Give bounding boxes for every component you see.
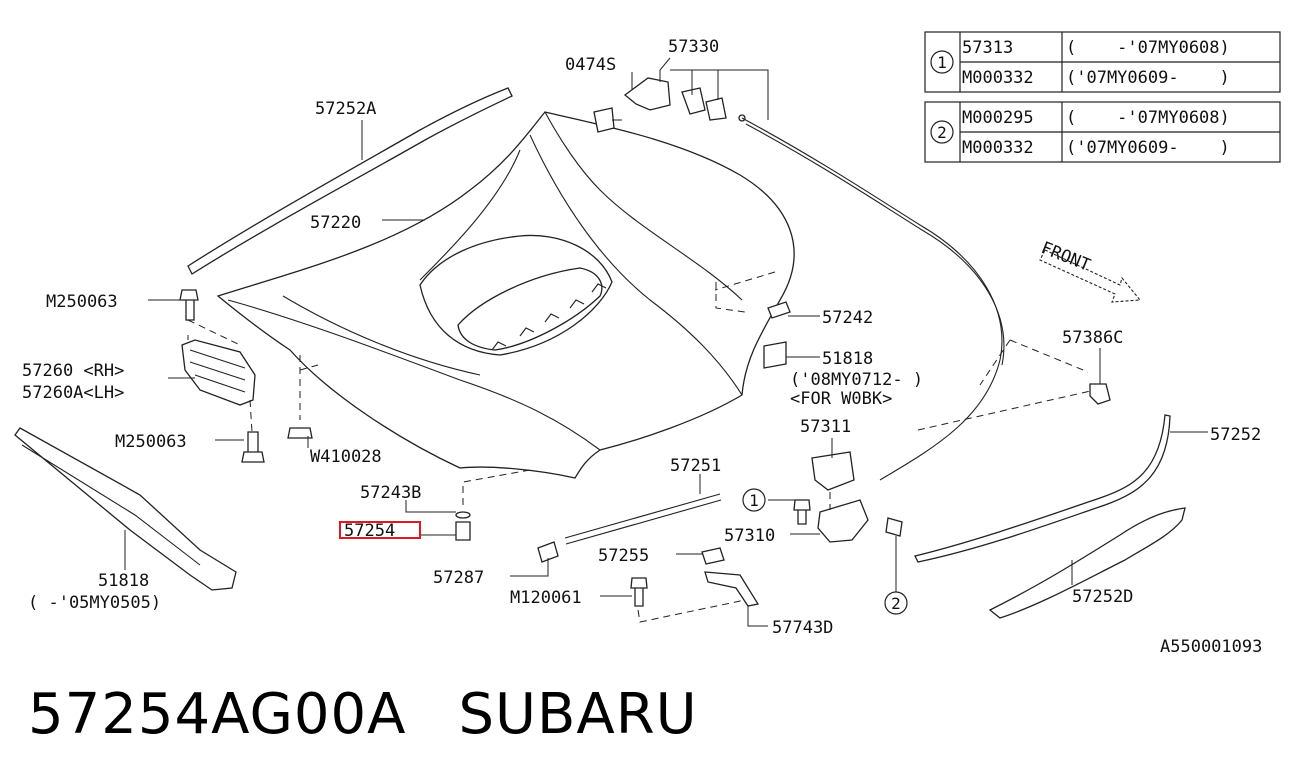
label-57310: 57310 [724, 526, 775, 546]
label-57251: 57251 [670, 456, 721, 476]
label-57243b: 57243B [360, 483, 421, 503]
bolt-m250063-bottom [241, 431, 265, 463]
label-57255: 57255 [598, 546, 649, 566]
hood-latch-57311 [811, 451, 855, 491]
label-m120061: M120061 [510, 588, 582, 608]
washer-57243b [455, 511, 471, 519]
applicability-table-2: 2 M000295 ( -'07MY0608) M000332 ('07MY06… [924, 101, 1281, 163]
label-0474s: 0474S [565, 55, 616, 75]
front-arrow-icon [1039, 249, 1142, 303]
label-57386c: 57386C [1062, 328, 1123, 348]
callout-circle-2-text: 2 [891, 594, 901, 613]
brand-name: SUBARU [458, 682, 698, 747]
label-51818-right-note1: ('08MY0712- ) [790, 370, 923, 390]
grommet-w410028 [287, 427, 313, 439]
table-1-row-2-part: M000332 [962, 68, 1034, 88]
clip-57386c [1089, 383, 1111, 405]
label-57252d: 57252D [1072, 587, 1133, 607]
diagram-reference-code: A550001093 [1160, 637, 1262, 657]
label-57260a-lh: 57260A<LH> [22, 383, 124, 403]
weatherstrip-57252 [914, 414, 1171, 563]
label-57743d: 57743D [772, 618, 833, 638]
label-57287: 57287 [433, 568, 484, 588]
label-51818-left-note: ( -'05MY0505) [28, 593, 161, 613]
label-w410028: W410028 [310, 447, 382, 467]
bolt-circle2 [885, 517, 903, 537]
callout-circle-2 [884, 591, 908, 615]
label-m250063-top: M250063 [46, 292, 118, 312]
callout-circle-1 [742, 488, 766, 512]
bolt-m250063-top [179, 289, 199, 321]
bumper-57242 [767, 301, 791, 319]
label-51818-right-note2: <FOR W0BK> [790, 389, 892, 409]
applicability-table-1: 1 57313 ( -'07MY0608) M000332 ('07MY0609… [924, 31, 1281, 93]
label-57220: 57220 [310, 213, 361, 233]
label-51818-left: 51818 [98, 571, 149, 591]
label-57260-rh: 57260 <RH> [22, 361, 124, 381]
release-cable [741, 117, 1003, 481]
label-51818-right: 51818 [822, 349, 873, 369]
stopper-57254 [455, 521, 471, 541]
highlight-box-57254 [339, 521, 421, 539]
label-front: FRONT [1038, 238, 1093, 276]
pad-51818b [763, 341, 787, 369]
table-1-row-2-range: ('07MY0609- ) [1066, 68, 1230, 88]
hood-seal-57252a [187, 87, 513, 275]
table-1-row-1-range: ( -'07MY0608) [1066, 38, 1230, 58]
hood-hinge-57330 [593, 77, 746, 133]
grommet-57287 [537, 541, 559, 563]
label-57311: 57311 [800, 417, 851, 437]
label-57252: 57252 [1210, 425, 1261, 445]
label-57330: 57330 [668, 37, 719, 57]
clip-57255 [701, 547, 725, 565]
table-2-row-1-part: M000295 [962, 108, 1034, 128]
support-rod-57251 [564, 493, 721, 539]
part-footer: 57254AG00A SUBARU [28, 682, 750, 747]
hood-panel [216, 111, 795, 479]
label-57254: 57254 [344, 521, 395, 541]
label-m250063-bottom: M250063 [115, 432, 187, 452]
table-1-key: 1 [937, 53, 947, 72]
hood-lock-57310 [817, 499, 869, 543]
table-2-key: 2 [937, 123, 947, 142]
callout-circle-1-text: 1 [749, 491, 759, 510]
bolt-m120061 [630, 577, 648, 607]
bolt-circle1 [793, 499, 811, 525]
table-2-row-2-range: ('07MY0609- ) [1066, 138, 1230, 158]
label-57242: 57242 [822, 308, 873, 328]
table-2-row-2-part: M000332 [962, 138, 1034, 158]
label-57252a: 57252A [315, 99, 376, 119]
bracket-57743d [704, 571, 760, 607]
part-number: 57254AG00A [28, 682, 407, 747]
leader-lines [124, 57, 1208, 627]
bracket-57260 [181, 339, 256, 406]
table-1-row-1-part: 57313 [962, 38, 1013, 58]
table-2-row-1-range: ( -'07MY0608) [1066, 108, 1230, 128]
